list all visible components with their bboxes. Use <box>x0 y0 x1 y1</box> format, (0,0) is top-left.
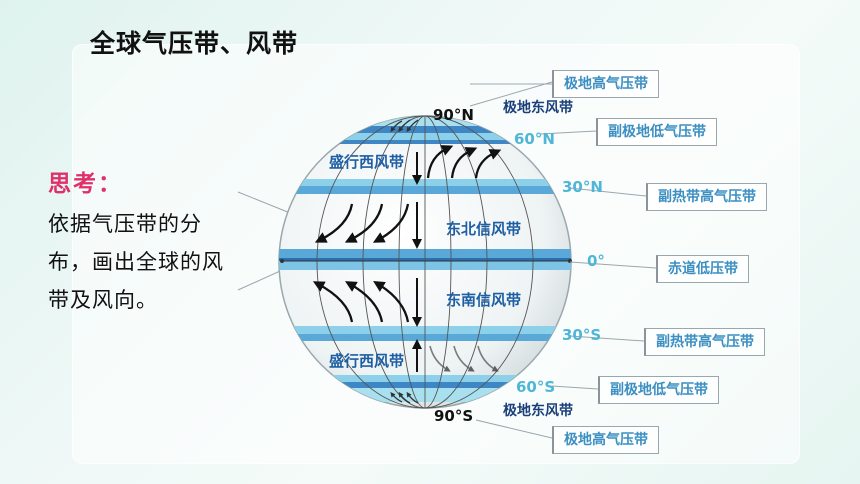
latitude-90n: 90°N <box>433 106 474 124</box>
latitude-60n: 60°N <box>514 130 555 148</box>
wind-arrows-se-trades <box>312 280 410 323</box>
wind-label-south-westerlies: 盛行西风带 <box>329 352 405 370</box>
latitude-30n: 30°N <box>562 178 603 196</box>
wind-label-south-polar-easterlies: 极地东风带 <box>503 403 573 419</box>
label-leaders <box>469 81 657 439</box>
wind-arrows-polar-south <box>390 391 419 404</box>
wind-arrows-polar-north <box>390 119 419 133</box>
wind-label-ne-trades: 东北信风带 <box>446 220 522 238</box>
think-heading: 思考： <box>48 171 123 197</box>
wind-arrows-ne-trades <box>314 203 410 243</box>
pressure-box-north-subtropical-high: 副热带高气压带 <box>646 183 767 211</box>
pressure-box-south-subtropical-high: 副热带高气压带 <box>644 328 765 356</box>
page-title: 全球气压带、风带 <box>90 29 299 58</box>
latitude-30s: 30°S <box>562 326 602 344</box>
pressure-box-north-subpolar-low: 副极地低气压带 <box>596 118 717 146</box>
latitude-equator: 0° <box>587 252 605 270</box>
wind-arrows-westerlies-south <box>429 345 499 372</box>
wind-label-north-polar-easterlies: 极地东风带 <box>503 100 573 116</box>
latitude-60s: 60°S <box>516 378 556 396</box>
equator-point <box>280 259 284 263</box>
wind-label-se-trades: 东南信风带 <box>446 291 522 309</box>
latitude-90s: 90°S <box>434 407 474 425</box>
wind-arrows-westerlies-north <box>426 145 502 179</box>
pressure-box-north-polar-high: 极地高气压带 <box>552 70 659 98</box>
think-body: 依据气压带的分布，画出全球的风带及风向。 <box>48 212 224 312</box>
meridians <box>316 115 534 409</box>
wind-label-north-westerlies: 盛行西风带 <box>329 153 405 171</box>
pressure-box-equatorial-low: 赤道低压带 <box>656 255 749 283</box>
pressure-box-south-subpolar-low: 副极地低气压带 <box>598 376 719 404</box>
pressure-box-south-polar-high: 极地高气压带 <box>552 426 659 454</box>
